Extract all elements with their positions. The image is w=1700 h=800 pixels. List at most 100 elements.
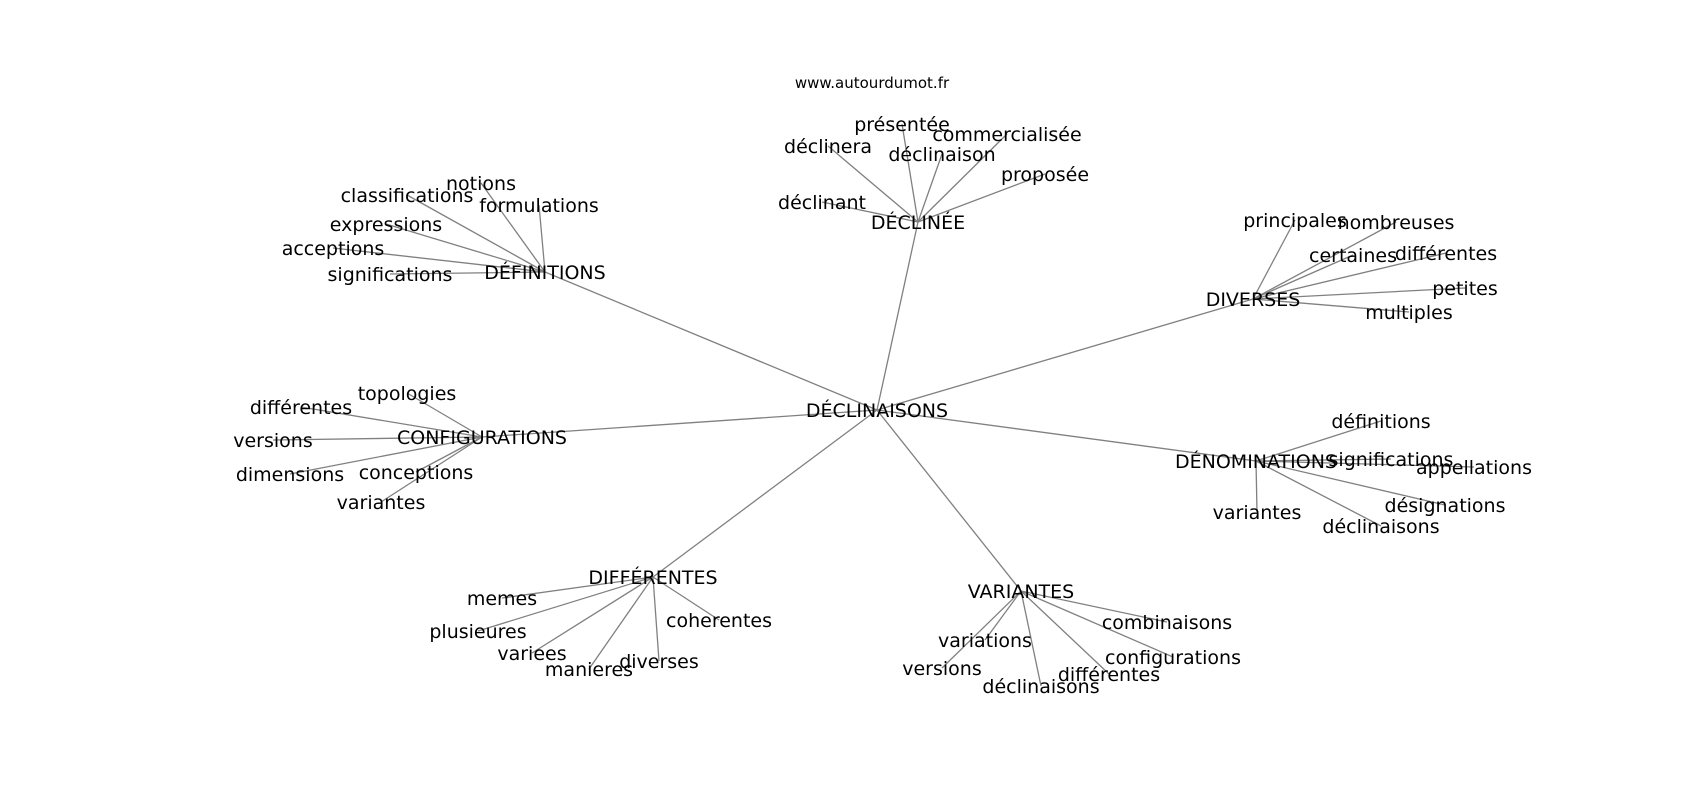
- edge-configurations-word: [380, 436, 483, 503]
- edge-declinee-word: [917, 153, 943, 223]
- edge-configurations-word: [415, 436, 483, 473]
- leaf-node-differentes: manieres: [545, 659, 633, 681]
- edge-definitions-word: [389, 271, 546, 275]
- hub-node-differentes: DIFFÉRENTES: [588, 566, 717, 589]
- leaf-node-configurations: différentes: [250, 397, 352, 419]
- leaf-node-configurations: topologies: [358, 383, 457, 405]
- leaf-node-declinee: proposée: [1001, 164, 1089, 186]
- leaf-node-definitions: acceptions: [282, 238, 385, 260]
- edge-variantes-word: [1020, 590, 1168, 623]
- edge-diverses-word: [1252, 254, 1354, 300]
- leaf-node-denominations: désignations: [1385, 495, 1506, 517]
- edge-configurations-word: [406, 392, 483, 438]
- leaf-node-diverses: nombreuses: [1338, 212, 1455, 234]
- leaf-node-configurations: conceptions: [359, 462, 474, 484]
- hub-node-variantes: VARIANTES: [968, 581, 1074, 603]
- labels-layer: www.autourdumot.fr DÉCLINAISONS DÉCLINÉE p…: [233, 74, 1532, 698]
- edge-variantes-word: [984, 590, 1022, 641]
- edge-definitions-word: [480, 182, 546, 273]
- edge-declinee-word: [917, 133, 1008, 223]
- edge-definitions-word: [332, 247, 546, 273]
- leaf-node-diverses: petites: [1432, 278, 1498, 300]
- edge-declinee-word: [917, 173, 1046, 223]
- leaf-node-configurations: variantes: [337, 492, 426, 514]
- leaf-node-declinee: déclinera: [784, 136, 872, 158]
- hub-node-configurations: CONFIGURATIONS: [397, 427, 567, 449]
- leaf-node-denominations: déclinaisons: [1322, 516, 1439, 538]
- edge-configurations-word: [272, 436, 483, 441]
- edge-variantes-word: [1020, 590, 1110, 675]
- leaf-node-diverses: différentes: [1395, 243, 1497, 265]
- edge-declinee-word: [901, 123, 919, 223]
- edge-diverses-word: [1252, 252, 1447, 300]
- edge-differentes-word: [477, 576, 654, 632]
- edge-differentes-word: [652, 576, 720, 621]
- leaf-node-diverses: multiples: [1365, 302, 1453, 324]
- leaf-node-configurations: dimensions: [236, 464, 344, 486]
- hub-node-denominations: DÉNOMINATIONS: [1175, 450, 1337, 473]
- edge-definitions-word: [538, 204, 546, 273]
- leaf-node-denominations: appellations: [1416, 457, 1532, 479]
- leaf-node-variantes: différentes: [1058, 664, 1160, 686]
- leaf-node-declinee: déclinant: [778, 192, 866, 214]
- source-url: www.autourdumot.fr: [795, 74, 950, 92]
- leaf-node-definitions: notions: [446, 173, 516, 195]
- leaf-node-definitions: classifications: [341, 185, 474, 207]
- edge-diverses-word: [1252, 298, 1410, 313]
- leaf-node-denominations: définitions: [1331, 411, 1430, 433]
- leaf-node-definitions: formulations: [479, 195, 599, 217]
- edge-denominations-word: [1255, 460, 1258, 513]
- leaf-node-denominations: significations: [1329, 449, 1454, 471]
- leaf-node-differentes: diverses: [619, 651, 699, 673]
- leaf-node-differentes: variees: [497, 643, 566, 665]
- edge-variantes-word: [941, 590, 1022, 669]
- edge-center-diverses: [876, 298, 1254, 411]
- edge-center-differentes: [652, 409, 878, 578]
- hub-node-diverses: DIVERSES: [1206, 289, 1301, 311]
- edge-denominations-word: [1255, 420, 1382, 462]
- edge-diverses-word: [1252, 221, 1397, 300]
- edge-differentes-word: [501, 576, 654, 599]
- edge-configurations-word: [289, 436, 483, 475]
- edge-variantes-word: [1020, 590, 1042, 687]
- leaf-node-variantes: combinaisons: [1102, 612, 1232, 634]
- edge-configurations-word: [300, 406, 483, 438]
- leaf-node-differentes: memes: [467, 588, 537, 610]
- leaf-node-definitions: expressions: [330, 214, 442, 236]
- leaf-node-diverses: certaines: [1309, 245, 1397, 267]
- leaf-node-variantes: déclinaisons: [982, 676, 1099, 698]
- leaf-node-differentes: plusieures: [429, 621, 526, 643]
- edge-declinee-word: [821, 201, 919, 223]
- leaf-node-declinee: déclinaison: [888, 144, 995, 166]
- edge-declinee-word: [827, 145, 919, 223]
- leaf-node-denominations: variantes: [1213, 502, 1302, 524]
- edge-center-denominations: [876, 409, 1257, 462]
- edge-variantes-word: [1020, 590, 1174, 658]
- leaf-node-variantes: versions: [902, 658, 982, 680]
- edge-center-declinee: [876, 221, 919, 411]
- leaf-node-declinee: présentée: [854, 114, 950, 136]
- center-node-label: DÉCLINAISONS: [806, 399, 948, 422]
- edge-denominations-word: [1255, 458, 1392, 462]
- edge-definitions-word: [406, 194, 546, 273]
- edges-layer: [272, 123, 1475, 687]
- edge-center-configurations: [481, 409, 878, 438]
- leaf-node-configurations: versions: [233, 430, 313, 452]
- leaf-node-variantes: configurations: [1105, 647, 1241, 669]
- edge-differentes-word: [588, 576, 654, 670]
- edge-denominations-word: [1255, 460, 1446, 506]
- leaf-node-variantes: variations: [938, 630, 1032, 652]
- edge-center-variantes: [876, 409, 1022, 592]
- edge-definitions-word: [385, 223, 546, 273]
- leaf-node-declinee: commercialisée: [932, 124, 1081, 146]
- edge-diverses-word: [1252, 219, 1296, 300]
- leaf-node-definitions: significations: [328, 264, 453, 286]
- edge-differentes-word: [531, 576, 654, 654]
- edge-differentes-word: [652, 576, 660, 662]
- hub-node-definitions: DÉFINITIONS: [484, 261, 605, 284]
- leaf-node-diverses: principales: [1243, 210, 1347, 232]
- leaf-node-differentes: coherentes: [666, 610, 772, 632]
- edge-denominations-word: [1255, 460, 1382, 527]
- hub-node-declinee: DÉCLINÉE: [871, 211, 965, 234]
